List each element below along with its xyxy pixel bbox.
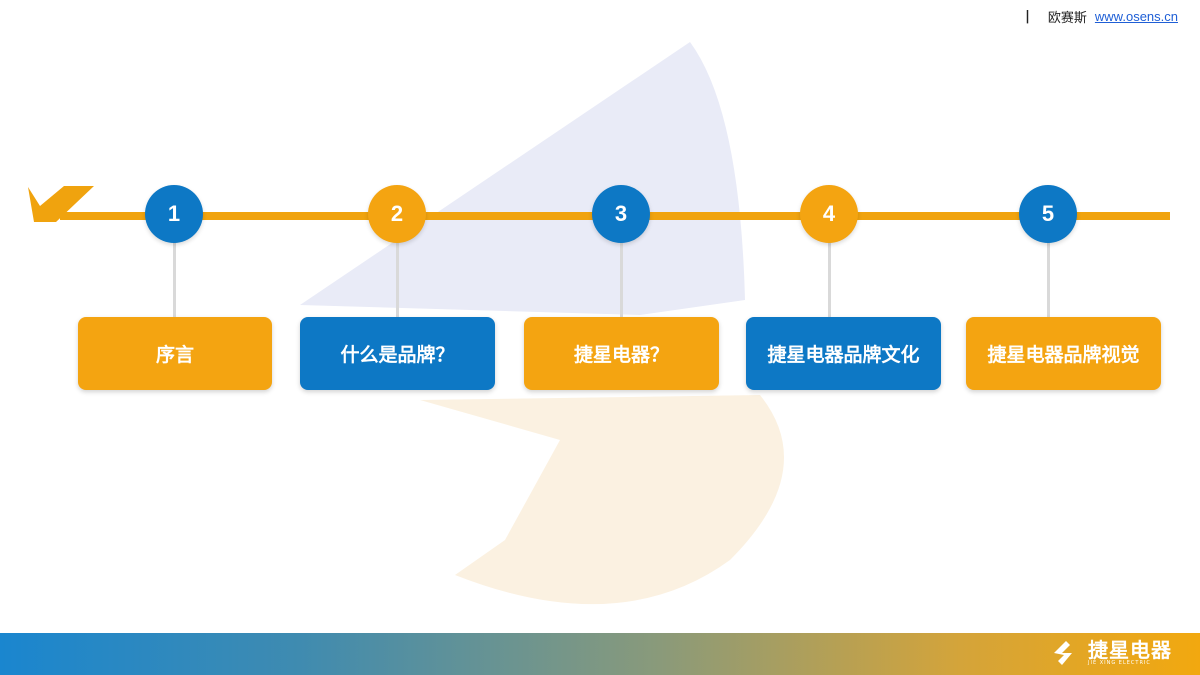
step-connector [828, 240, 831, 318]
footer-brand: 捷星电器 JIE XING ELECTRIC [1052, 639, 1172, 667]
step-3-marker[interactable]: 3 [592, 185, 650, 243]
step-4-card[interactable]: 捷星电器品牌文化 [746, 317, 941, 390]
website-link[interactable]: www.osens.cn [1094, 8, 1178, 24]
step-4-marker[interactable]: 4 [800, 185, 858, 243]
step-5-marker[interactable]: 5 [1019, 185, 1077, 243]
footer-band: 捷星电器 JIE XING ELECTRIC [0, 633, 1200, 675]
brand-subtitle: JIE XING ELECTRIC [1088, 660, 1151, 666]
step-connector [173, 240, 176, 318]
step-1-marker[interactable]: 1 [145, 185, 203, 243]
timeline-arrow-icon [28, 186, 94, 222]
company-name: 欧赛斯 [1047, 10, 1087, 26]
header-separator: | [1025, 8, 1030, 24]
step-3-card[interactable]: 捷星电器？ [524, 317, 719, 390]
step-2-marker[interactable]: 2 [368, 185, 426, 243]
brand-logo-icon [1054, 641, 1072, 665]
step-connector [1047, 240, 1050, 318]
step-5-card[interactable]: 捷星电器品牌视觉 [966, 317, 1161, 390]
step-connector [396, 240, 399, 318]
step-connector [620, 240, 623, 318]
step-1-card[interactable]: 序言 [78, 317, 272, 390]
header: | 欧赛斯 www.osens.cn [1025, 6, 1178, 26]
step-2-card[interactable]: 什么是品牌？ [300, 317, 495, 390]
brand-name: 捷星电器 [1088, 638, 1172, 662]
